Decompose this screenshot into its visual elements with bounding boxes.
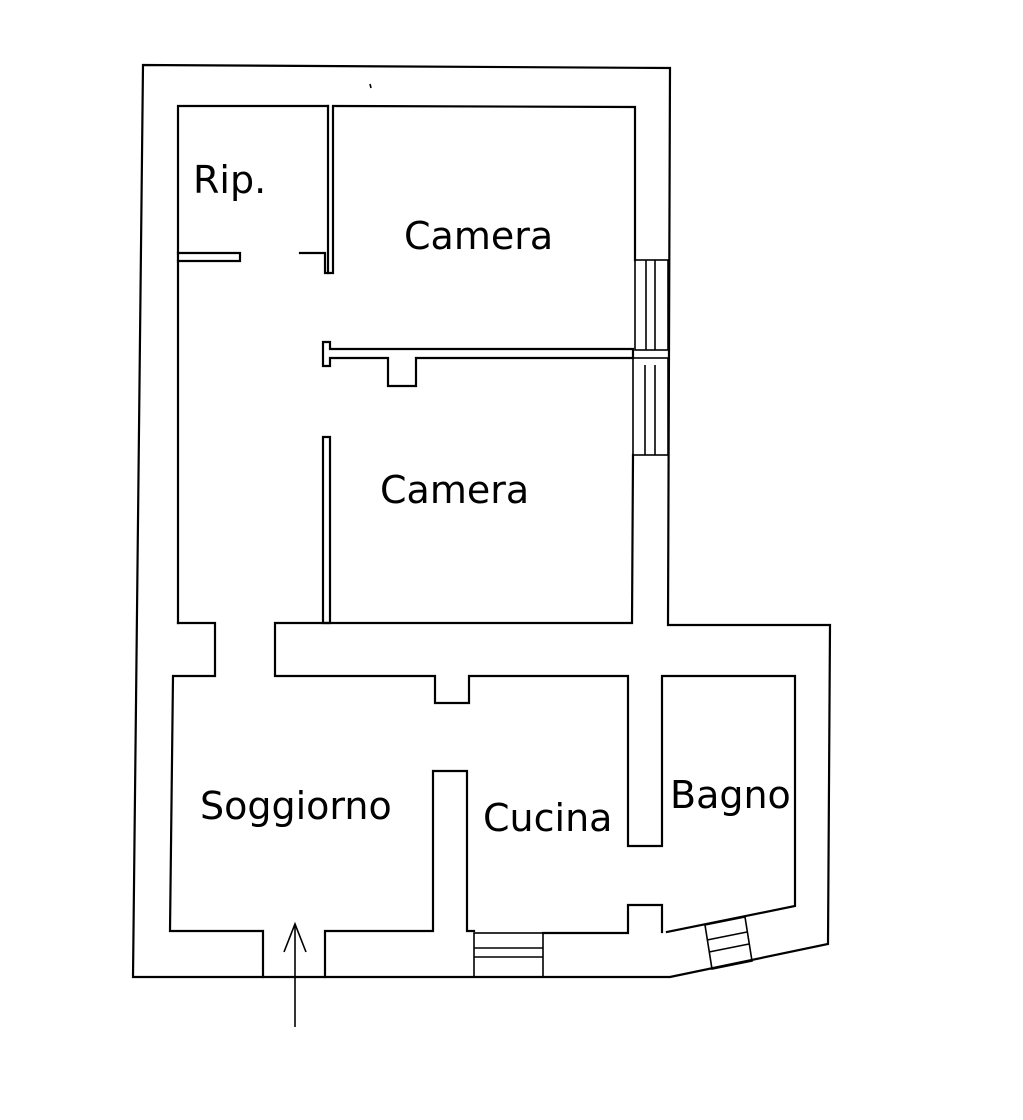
window-camera-top bbox=[634, 259, 669, 351]
stray-marks bbox=[369, 83, 372, 89]
room-label-cucina: Cucina bbox=[483, 796, 613, 840]
window-camera-bottom bbox=[632, 357, 669, 456]
window-bagno bbox=[704, 916, 753, 970]
window-cucina bbox=[473, 932, 544, 978]
inner-walls bbox=[168, 104, 797, 979]
room-label-camera-bottom: Camera bbox=[380, 468, 530, 512]
room-label-rip: Rip. bbox=[193, 158, 267, 202]
outer-wall bbox=[131, 63, 832, 979]
room-label-camera-top: Camera bbox=[404, 214, 554, 258]
room-label-soggiorno: Soggiorno bbox=[200, 784, 392, 828]
entrance-arrow-icon bbox=[283, 921, 307, 1027]
room-label-bagno: Bagno bbox=[670, 773, 791, 817]
